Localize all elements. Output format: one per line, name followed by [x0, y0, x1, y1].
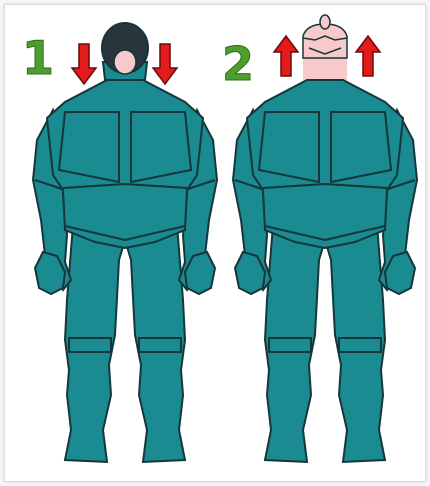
- step-2-number: 2: [222, 37, 254, 91]
- arrow-down-left-icon: [72, 44, 96, 84]
- head-icon: [303, 15, 347, 58]
- arrow-up-right-icon: [356, 36, 380, 76]
- figure-2: [233, 15, 417, 462]
- arrow-down-right-icon: [153, 44, 177, 84]
- arrow-up-left-icon: [274, 36, 298, 76]
- figure-1: [33, 23, 217, 462]
- step-1-number: 1: [22, 31, 54, 85]
- hood-icon: [102, 23, 148, 74]
